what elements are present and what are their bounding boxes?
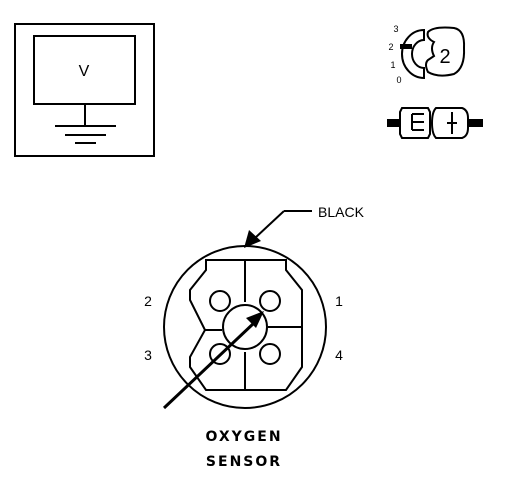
black-wire-callout	[244, 210, 312, 248]
pin-label-4: 4	[335, 347, 343, 363]
meter-housing	[14, 23, 155, 157]
pin-hole-3	[209, 343, 231, 365]
sensor-title-line2: SENSOR	[206, 454, 282, 470]
selector-position-0: 0	[396, 75, 401, 85]
pin-label-1: 1	[335, 293, 343, 309]
probe-arrow-head	[246, 311, 264, 328]
sensor-title-line1: OXYGEN	[205, 429, 282, 445]
pin-hole-1	[259, 290, 281, 312]
selector-position-3: 3	[393, 24, 398, 34]
selector-knob-icon: 3 2 1 0 2	[388, 24, 466, 85]
pin-hole-4	[259, 343, 281, 365]
probe-arrow-shaft	[162, 321, 256, 410]
selector-current-value: 2	[439, 46, 450, 68]
center-probe-socket	[222, 304, 268, 350]
pin-label-2: 2	[144, 293, 152, 309]
connector-pin-face	[189, 259, 303, 391]
voltmeter-icon	[14, 23, 155, 157]
pin-label-3: 3	[144, 347, 152, 363]
selector-grip	[425, 26, 466, 77]
callout-arrowhead	[244, 230, 261, 248]
meter-symbol: V	[79, 63, 90, 80]
connector-plug-icon	[387, 107, 483, 139]
selector-position-2: 2	[388, 42, 393, 52]
wire-color-label: BLACK	[318, 204, 365, 220]
probe-arrow-icon	[162, 311, 264, 410]
plug-left-latch	[411, 113, 424, 131]
plug-right-wire	[467, 119, 483, 127]
pin-hole-2	[209, 290, 231, 312]
sensor-connector	[163, 245, 327, 409]
selector-dial	[401, 28, 425, 80]
selector-pointer	[400, 44, 412, 49]
selector-position-1: 1	[390, 60, 395, 70]
callout-leader-diagonal	[254, 210, 285, 239]
